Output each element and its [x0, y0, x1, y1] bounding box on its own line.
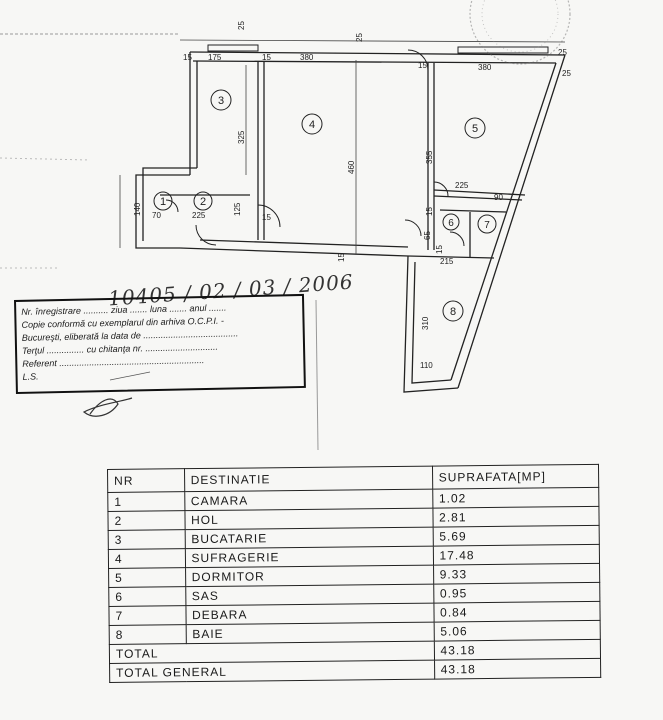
dim-15-a: 15 — [183, 53, 192, 62]
stamp-border-extra — [109, 371, 151, 381]
cell-destinatie: CAMARA — [184, 489, 433, 511]
dim-310: 310 — [421, 316, 430, 330]
cell-suprafata: 5.06 — [433, 620, 601, 642]
cell-destinatie: SUFRAGERIE — [184, 546, 434, 568]
room-label-7: 7 — [484, 220, 490, 231]
cell-destinatie: SAS — [185, 584, 434, 606]
cell-suprafata: 2.81 — [432, 506, 600, 528]
dim-top-25: 25 — [237, 21, 246, 30]
cell-destinatie: BUCATARIE — [184, 527, 433, 549]
cell-suprafata: 17.48 — [432, 544, 600, 566]
dim-15-f: 15 — [425, 207, 434, 216]
cell-nr: 2 — [107, 510, 185, 531]
dim-355: 355 — [425, 150, 434, 164]
dim-225-b: 225 — [192, 211, 206, 220]
header-nr: NR — [107, 468, 185, 493]
cell-nr: 6 — [108, 586, 186, 607]
total-general-label: TOTAL GENERAL — [109, 660, 435, 683]
dim-70: 70 — [152, 211, 161, 220]
cell-suprafata: 0.84 — [433, 601, 601, 623]
registration-stamp: Nr. înregistrare .......... ziua .......… — [14, 293, 306, 394]
dim-125: 125 — [233, 202, 242, 216]
cell-nr: 5 — [108, 567, 186, 588]
room-marker-7: 7 — [477, 214, 497, 234]
dim-15-g: 15 — [435, 245, 444, 254]
cell-destinatie: DORMITOR — [185, 565, 434, 587]
dim-460: 460 — [347, 160, 356, 174]
dim-25-c: 25 — [562, 69, 571, 78]
cell-nr: 4 — [108, 548, 186, 569]
cell-suprafata: 9.33 — [433, 563, 600, 585]
cell-nr: 3 — [108, 529, 185, 550]
room-marker-1: 1 — [153, 191, 173, 211]
cell-suprafata: 1.02 — [432, 487, 599, 509]
cell-nr: 1 — [107, 491, 185, 512]
room-label-6: 6 — [448, 218, 454, 229]
cell-suprafata: 0.95 — [433, 582, 600, 604]
room-label-2: 2 — [200, 196, 206, 208]
dim-25-d: 25 — [558, 48, 567, 57]
dim-175: 175 — [208, 53, 222, 62]
room-label-4: 4 — [309, 119, 315, 131]
dim-215: 215 — [440, 257, 454, 266]
room-label-3: 3 — [218, 95, 224, 107]
room-label-8: 8 — [450, 306, 456, 318]
dim-25-b: 25 — [355, 33, 364, 42]
room-marker-5: 5 — [464, 117, 486, 139]
cell-destinatie: HOL — [184, 508, 433, 530]
dim-380-a: 380 — [300, 53, 314, 62]
cell-destinatie: DEBARA — [185, 603, 434, 625]
dim-15-c: 15 — [418, 61, 427, 70]
room-marker-8: 8 — [442, 300, 464, 322]
cell-nr: 8 — [109, 624, 186, 645]
room-marker-3: 3 — [210, 89, 232, 111]
dim-380-b: 380 — [478, 63, 492, 72]
dim-225-a: 225 — [455, 181, 469, 190]
room-marker-2: 2 — [193, 191, 213, 211]
dim-110: 110 — [420, 361, 433, 370]
signature — [82, 397, 133, 417]
dim-325: 325 — [237, 130, 246, 144]
room-label-5: 5 — [472, 123, 478, 135]
room-marker-6: 6 — [442, 213, 460, 231]
cell-nr: 7 — [108, 605, 186, 626]
header-destinatie: DESTINATIE — [184, 466, 433, 492]
header-suprafata: SUPRAFATA[MP] — [432, 464, 599, 490]
dim-15-b: 15 — [262, 53, 271, 62]
floor-plan: 25 15 175 15 380 25 15 380 25 325 460 35… — [0, 0, 571, 451]
seal-top-right — [469, 0, 571, 65]
total-general-row: TOTAL GENERAL 43.18 — [109, 658, 601, 683]
room-label-1: 1 — [160, 196, 166, 208]
dim-15-e: 15 — [337, 253, 346, 262]
dim-90: 90 — [494, 193, 503, 202]
cell-destinatie: BAIE — [185, 622, 434, 644]
room-marker-4: 4 — [301, 113, 323, 135]
total-value: 43.18 — [433, 639, 601, 661]
cell-suprafata: 5.69 — [432, 525, 600, 547]
total-general-value: 43.18 — [434, 658, 601, 680]
dim-15-d: 15 — [262, 213, 271, 222]
rooms-area-table: NR DESTINATIE SUPRAFATA[MP] 1 CAMARA 1.0… — [107, 464, 601, 683]
dim-140: 140 — [133, 202, 142, 216]
dim-65: 65 — [423, 231, 432, 240]
